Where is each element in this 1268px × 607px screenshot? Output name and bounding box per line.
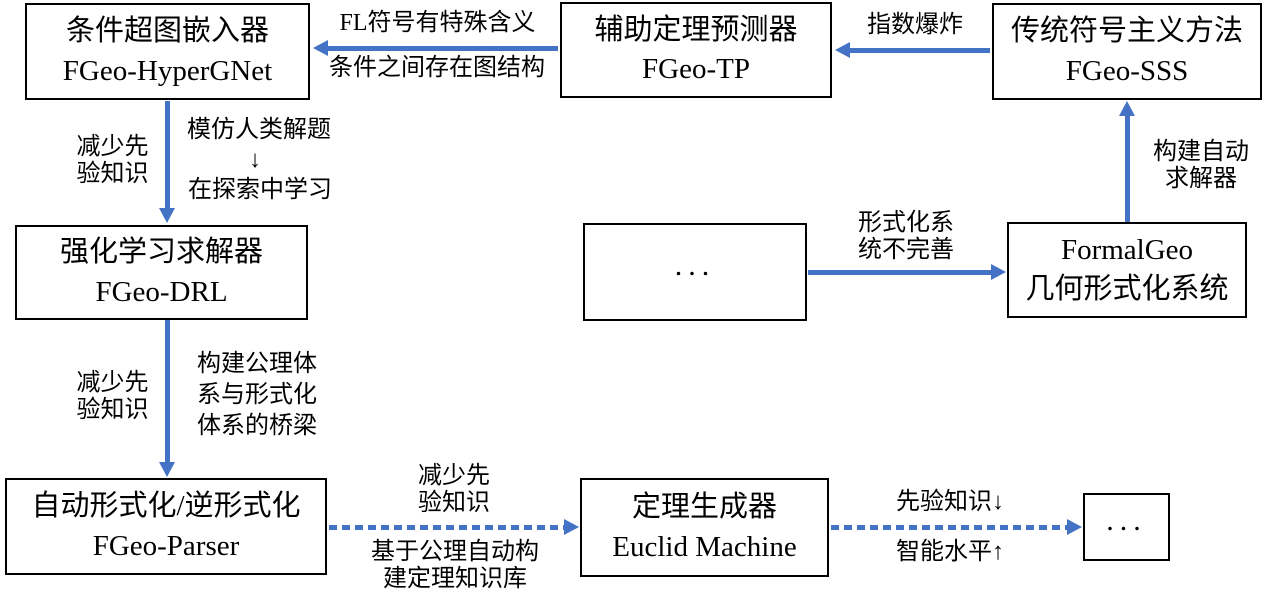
arrow-drl-to-parser-shaft: [164, 320, 170, 464]
label-small-down-arrow-icon: ↓: [249, 147, 261, 173]
arrow-ellipsis-to-formalgeo-shaft: [808, 269, 993, 275]
arrow-ellipsis-to-formalgeo: [808, 264, 1006, 280]
node-euclid-title: 定理生成器: [631, 491, 777, 524]
label-exponential-explosion: 指数爆炸: [867, 12, 963, 38]
arrow-drl-to-parser: [159, 320, 175, 477]
arrowhead-right-icon: [1067, 519, 1082, 535]
node-tp-title: 辅助定理预测器: [594, 13, 798, 46]
arrow-tp-to-hypergnet-shaft: [326, 45, 558, 51]
arrowhead-down-icon: [159, 462, 175, 477]
node-tp: 辅助定理预测器 FGeo-TP: [560, 2, 832, 98]
arrowhead-down-icon: [159, 208, 175, 223]
label-learn-in-exploration: 在探索中学习: [188, 177, 332, 203]
node-formalgeo-title: FormalGeo: [1060, 233, 1194, 266]
label-intelligence-up: 智能水平↑: [896, 539, 1004, 565]
node-end-ellipsis-title: ...: [1106, 504, 1147, 537]
label-formal-system-imperfect: 形式化系 统不完善: [858, 210, 954, 263]
arrowhead-up-icon: [1119, 101, 1135, 116]
node-euclid: 定理生成器 Euclid Machine: [580, 478, 829, 577]
node-tp-subtitle: FGeo-TP: [642, 53, 750, 85]
node-sss-title: 传统符号主义方法: [1010, 15, 1243, 48]
node-mid-ellipsis: ...: [583, 223, 807, 321]
label-reduce-prior-knowledge-3: 减少先 验知识: [418, 463, 490, 516]
arrow-hypergnet-to-drl: [159, 101, 175, 223]
label-build-auto-solver: 构建自动 求解器: [1153, 139, 1249, 192]
label-reduce-prior-knowledge-2: 减少先 验知识: [76, 370, 149, 423]
node-hypergnet-subtitle: FGeo-HyperGNet: [62, 54, 273, 87]
arrowhead-right-icon: [991, 264, 1006, 280]
arrow-sss-to-tp: [835, 42, 990, 58]
label-build-theorem-kb: 基于公理自动构 建定理知识库: [371, 539, 539, 592]
dashed-arrow-euclid-to-ellipsis: [831, 519, 1082, 535]
node-formalgeo-subtitle: 几何形式化系统: [1025, 273, 1229, 305]
node-sss: 传统符号主义方法 FGeo-SSS: [992, 3, 1262, 100]
arrowhead-left-icon: [835, 42, 850, 58]
label-axiom-bridge: 构建公理体 系与形式化 体系的桥梁: [197, 351, 317, 439]
label-graph-structure: 条件之间存在图结构: [329, 55, 545, 81]
node-hypergnet: 条件超图嵌入器 FGeo-HyperGNet: [25, 3, 310, 100]
label-prior-knowledge-down: 先验知识↓: [896, 489, 1004, 515]
node-end-ellipsis: ...: [1083, 493, 1170, 561]
node-formalgeo: FormalGeo 几何形式化系统: [1007, 222, 1247, 318]
arrowhead-right-icon: [564, 519, 579, 535]
label-fl-symbols: FL符号有特殊含义: [339, 10, 536, 36]
node-euclid-subtitle: Euclid Machine: [612, 530, 797, 563]
node-hypergnet-title: 条件超图嵌入器: [65, 15, 269, 48]
label-imitate-human: 模仿人类解题: [187, 117, 331, 143]
arrow-tp-to-hypergnet: [313, 40, 558, 56]
node-drl: 强化学习求解器 FGeo-DRL: [15, 225, 308, 320]
dashed-arrow-parser-to-euclid: [329, 519, 579, 535]
node-parser: 自动形式化/逆形式化 FGeo-Parser: [5, 478, 327, 575]
arrow-sss-to-tp-shaft: [848, 47, 990, 53]
dashed-arrow-parser-to-euclid-shaft: [329, 524, 565, 530]
node-mid-ellipsis-title: ...: [674, 249, 716, 282]
label-reduce-prior-knowledge-1: 减少先 验知识: [76, 134, 149, 187]
dashed-arrow-euclid-to-ellipsis-shaft: [831, 524, 1068, 530]
arrow-formalgeo-to-sss: [1119, 101, 1135, 222]
node-parser-title: 自动形式化/逆形式化: [31, 490, 301, 523]
arrow-hypergnet-to-drl-shaft: [164, 101, 170, 210]
node-sss-subtitle: FGeo-SSS: [1065, 54, 1189, 87]
node-drl-title: 强化学习求解器: [59, 236, 263, 269]
node-parser-subtitle: FGeo-Parser: [92, 529, 240, 562]
arrowhead-left-icon: [313, 40, 328, 56]
arrow-formalgeo-to-sss-shaft: [1124, 114, 1130, 222]
node-drl-subtitle: FGeo-DRL: [95, 275, 228, 308]
